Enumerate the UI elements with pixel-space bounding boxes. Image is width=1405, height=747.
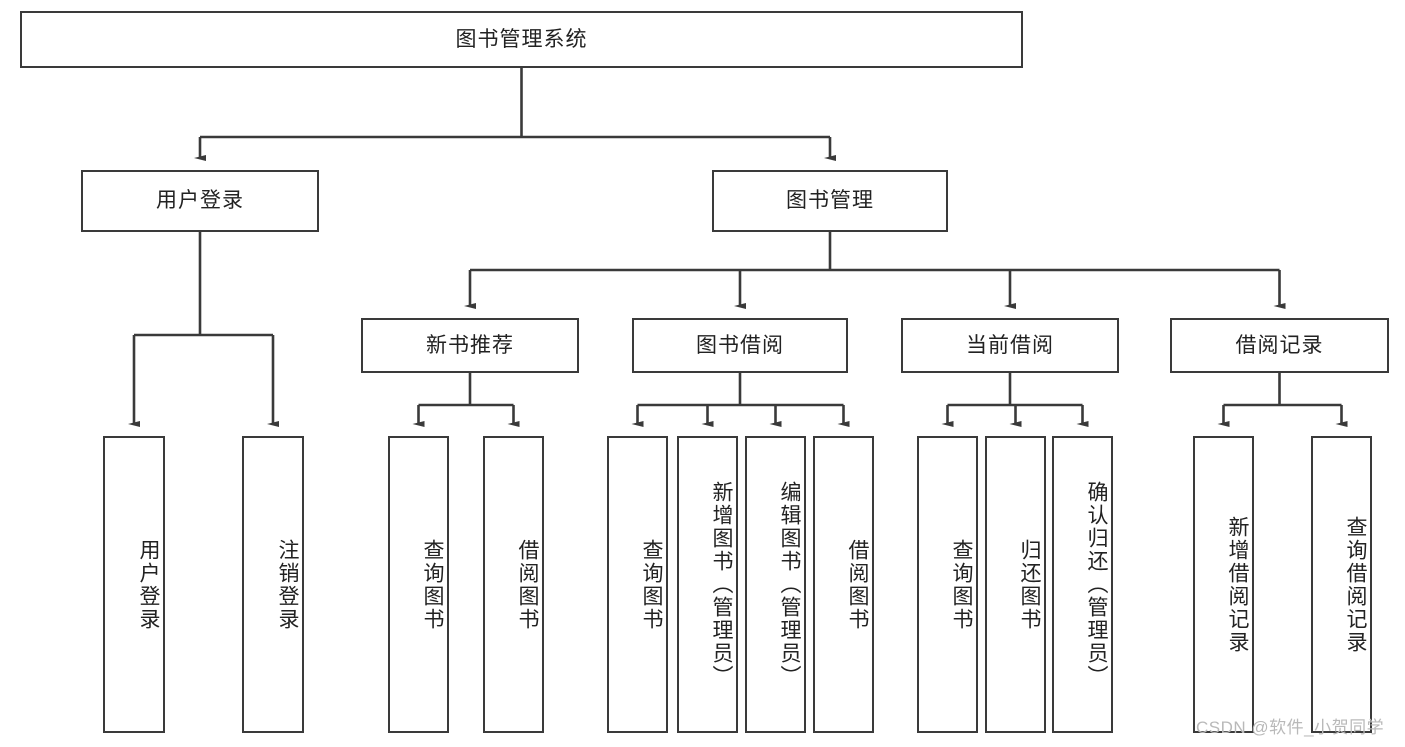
node-leaf-edit-book: 编辑图书（管理员） (745, 436, 806, 733)
node-label: 图书管理 (786, 189, 874, 213)
node-label: 新增图书（管理员） (710, 481, 733, 688)
node-leaf-logout: 注销登录 (242, 436, 304, 733)
node-label: 查询图书 (421, 538, 444, 631)
node-leaf-return-book: 归还图书 (985, 436, 1046, 733)
node-leaf-add-book: 新增图书（管理员） (677, 436, 738, 733)
node-label: 当前借阅 (966, 333, 1054, 357)
node-leaf-user-login: 用户登录 (103, 436, 165, 733)
node-leaf-confirm-return: 确认归还（管理员） (1052, 436, 1113, 733)
node-label: 用户登录 (137, 538, 160, 631)
node-leaf-borrow-book-1: 借阅图书 (483, 436, 544, 733)
node-label: 查询借阅记录 (1344, 515, 1367, 654)
node-label: 归还图书 (1018, 538, 1041, 631)
node-label: 编辑图书（管理员） (778, 481, 801, 688)
node-label: 新增借阅记录 (1226, 515, 1249, 654)
node-new-book-rec: 新书推荐 (361, 318, 579, 373)
node-leaf-query-record: 查询借阅记录 (1311, 436, 1372, 733)
node-label: 查询图书 (640, 538, 663, 631)
node-borrow-record: 借阅记录 (1170, 318, 1389, 373)
node-book-borrow: 图书借阅 (632, 318, 848, 373)
node-book-mgmt: 图书管理 (712, 170, 948, 232)
node-label: 图书管理系统 (455, 27, 588, 51)
node-leaf-query-book-3: 查询图书 (917, 436, 978, 733)
node-label: 借阅图书 (846, 538, 869, 631)
node-label: 借阅记录 (1235, 333, 1324, 357)
node-leaf-query-book-1: 查询图书 (388, 436, 449, 733)
node-label: 借阅图书 (516, 538, 539, 631)
node-label: 查询图书 (950, 538, 973, 631)
node-label: 用户登录 (156, 189, 244, 213)
node-label: 图书借阅 (696, 333, 784, 357)
node-leaf-add-record: 新增借阅记录 (1193, 436, 1254, 733)
node-label: 注销登录 (276, 538, 299, 631)
node-label: 确认归还（管理员） (1085, 481, 1108, 688)
node-root: 图书管理系统 (20, 11, 1023, 68)
node-user-login: 用户登录 (81, 170, 319, 232)
node-label: 新书推荐 (426, 333, 514, 357)
watermark-text: CSDN @软件_小贺同学 (1196, 718, 1385, 737)
node-leaf-borrow-book-2: 借阅图书 (813, 436, 874, 733)
node-current-borrow: 当前借阅 (901, 318, 1119, 373)
node-leaf-query-book-2: 查询图书 (607, 436, 668, 733)
